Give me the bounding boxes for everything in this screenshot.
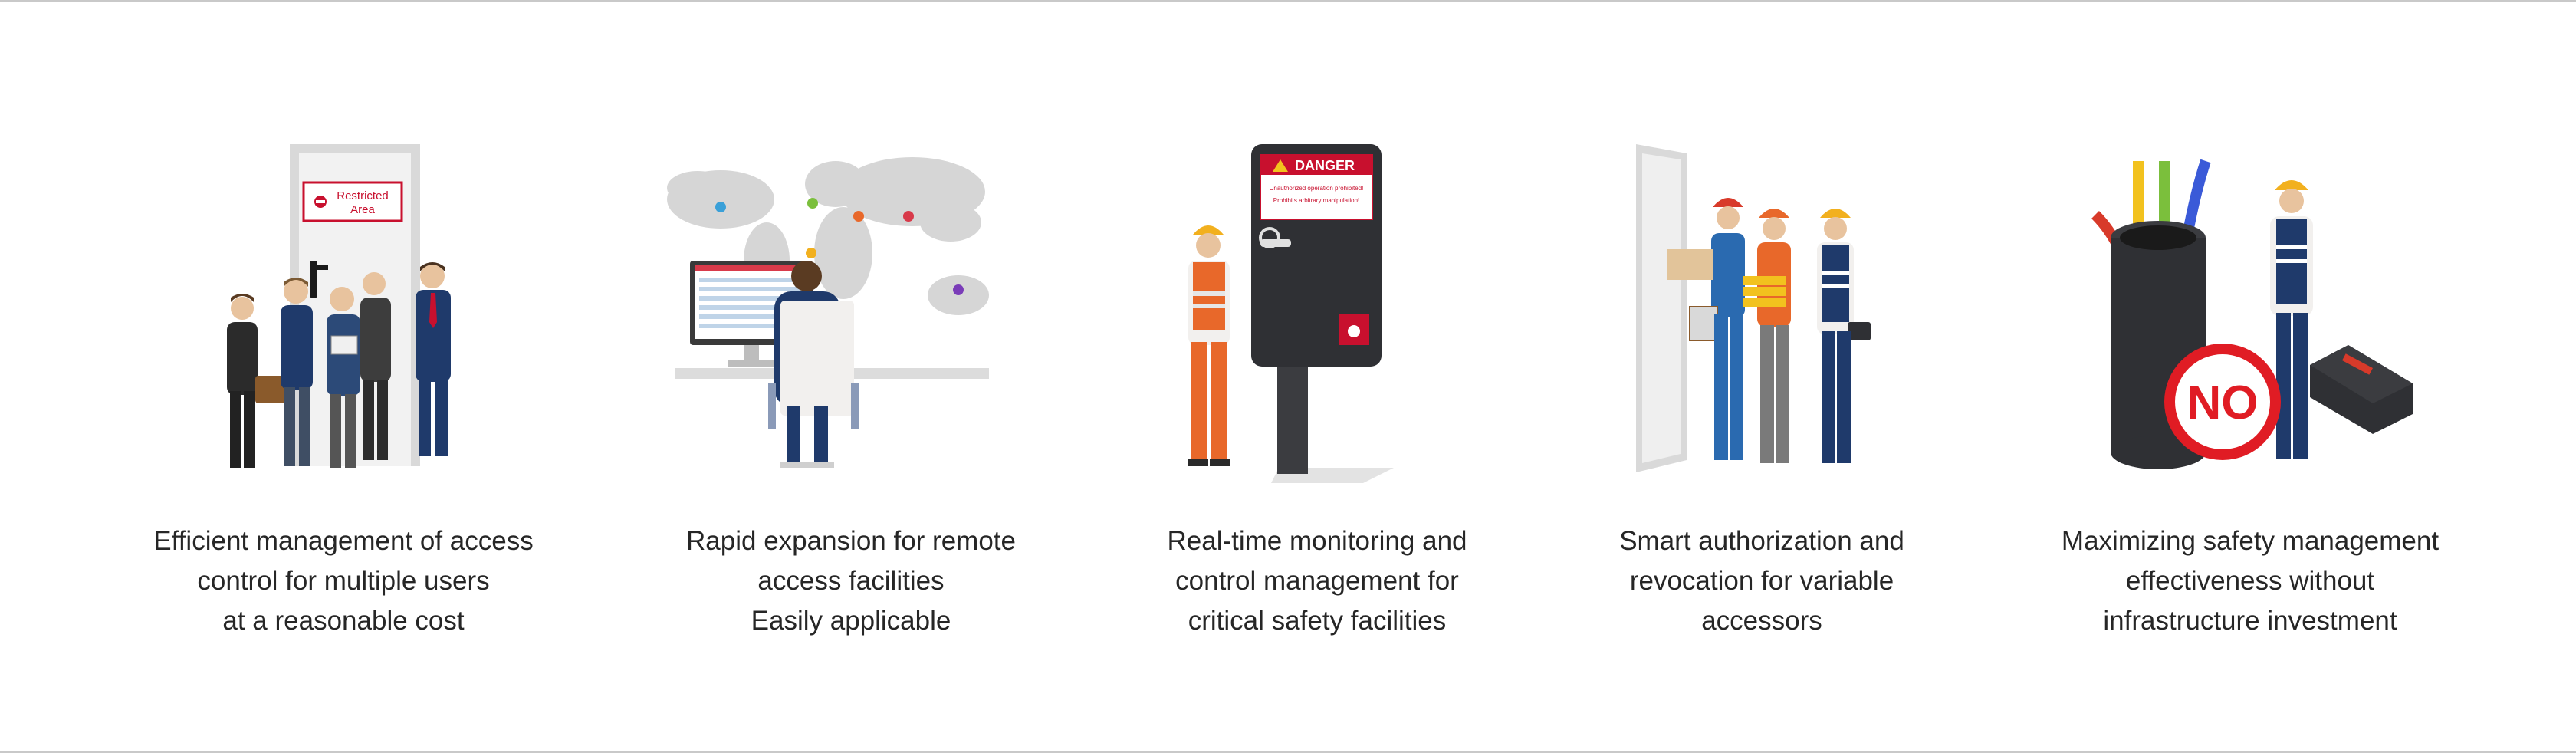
door-restricted-area-with-people-icon: Restricted Area (227, 144, 451, 468)
sign-text-line-2: Area (350, 203, 375, 216)
caption-line: access facilities (757, 566, 945, 596)
sign-text-line-1: Restricted (337, 189, 389, 202)
danger-sign-title: DANGER (1295, 158, 1355, 173)
caption-line: Easily applicable (751, 606, 951, 636)
feature-caption: Maximizing safety management effectivene… (2005, 521, 2496, 641)
cable-duct-worker-no-sign-icon: NO (2091, 159, 2413, 469)
caption-line: Maximizing safety management (2061, 526, 2440, 556)
danger-sign-line-1: Unauthorized operation prohibited! (1270, 185, 1364, 192)
bottom-divider (0, 751, 2576, 753)
top-divider (0, 0, 2576, 2)
danger-sign-line-2: Prohibits arbitrary manipulation! (1273, 197, 1360, 204)
feature-caption: Efficient management of access control f… (98, 521, 589, 641)
caption-line: effectiveness without (2125, 566, 2375, 596)
caption-line: critical safety facilities (1188, 606, 1447, 636)
caption-line: control management for (1175, 566, 1459, 596)
danger-cabinet-worker-icon: DANGER Unauthorized operation prohibited… (1188, 144, 1394, 483)
caption-line: Smart authorization and (1619, 526, 1904, 556)
caption-line: infrastructure investment (2103, 606, 2397, 636)
caption-line: at a reasonable cost (222, 606, 465, 636)
feature-caption: Rapid expansion for remote access facili… (606, 521, 1096, 641)
door-delivery-workers-icon (1636, 144, 1871, 472)
caption-line: revocation for variable (1629, 566, 1894, 596)
world-map-remote-monitoring-icon (667, 157, 989, 468)
feature-caption: Smart authorization and revocation for v… (1516, 521, 2007, 641)
caption-line: Efficient management of access (153, 526, 534, 556)
caption-line: control for multiple users (197, 566, 490, 596)
caption-line: Real-time monitoring and (1167, 526, 1467, 556)
caption-line: Rapid expansion for remote (686, 526, 1016, 556)
no-sign-label: NO (2187, 376, 2259, 429)
caption-line: accessors (1701, 606, 1822, 636)
feature-caption: Real-time monitoring and control managem… (1072, 521, 1562, 641)
